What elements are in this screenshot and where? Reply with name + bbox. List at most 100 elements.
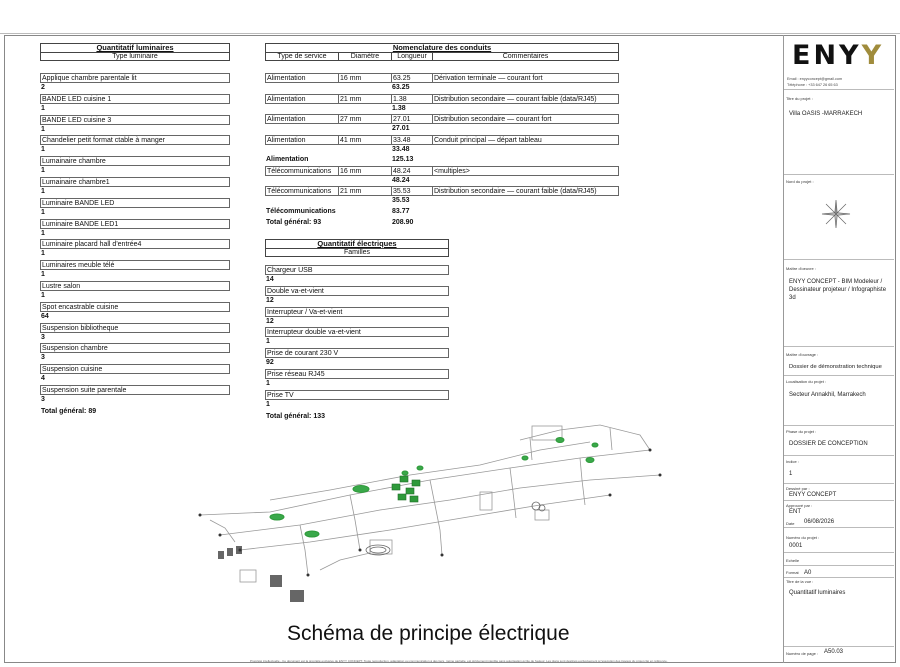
- location-label: Localisation du projet :: [786, 379, 827, 384]
- conduits-schedule: Nomenclature des conduits Type de servic…: [265, 43, 619, 228]
- number-label: Numéro du projet :: [786, 535, 820, 540]
- luminaire-count: 3: [41, 354, 45, 362]
- luminaire-count: 64: [41, 312, 49, 320]
- phase-value: DOSSIER DE CONCEPTION: [789, 441, 868, 447]
- electric-count: 1: [266, 379, 270, 387]
- electric-count: 92: [266, 359, 274, 367]
- drawn-value: ENYY CONCEPT: [789, 492, 837, 498]
- scale-cell: [784, 553, 894, 566]
- conduit-length-cell: 63.25: [392, 74, 433, 82]
- project-label: Titre du projet :: [786, 96, 813, 101]
- client-label: Maître d'ouvrage :: [786, 352, 819, 357]
- luminaire-type-row: Suspension chambre: [40, 343, 230, 354]
- phase-label: Phase du projet :: [786, 429, 817, 434]
- conduit-subtotal: 63.25: [392, 84, 410, 91]
- conduit-comment-cell: <multiples>: [434, 167, 470, 175]
- sheet-frame: [4, 35, 896, 663]
- conduit-service-cell: Télécommunications: [266, 166, 339, 175]
- conduit-length-cell: 27.01: [392, 115, 433, 124]
- conduits-schedule-title: Nomenclature des conduits: [265, 43, 619, 52]
- electric-family-row: Interrupteur double va-et-vient: [265, 327, 449, 338]
- format-cell: [784, 566, 894, 578]
- conduit-group-label: Télécommunications: [266, 208, 336, 216]
- conduit-diameter-cell: 41 mm: [339, 135, 392, 144]
- conduit-service-cell: Alimentation: [266, 74, 339, 82]
- north-arrow-icon: [821, 199, 851, 229]
- conduit-subtotal: 27.01: [392, 125, 410, 133]
- conduit-service-cell: Alimentation: [266, 94, 339, 103]
- conduits-header-row: Type de service Diamètre Longueur Commen…: [265, 52, 619, 61]
- electric-count: 12: [266, 317, 274, 325]
- date-value: 06/08/2026: [804, 519, 835, 525]
- title-block: [783, 35, 894, 663]
- luminaire-type-row: Luminaire BANDE LED: [40, 197, 230, 208]
- conduit-comment-cell: Conduit principal — départ tableau: [434, 136, 542, 144]
- luminaire-type-row: Luminaire placard hall d'entrée4: [40, 239, 230, 250]
- conduit-group-label: Alimentation: [266, 156, 309, 164]
- approved-label: Approuvé par :: [786, 503, 813, 508]
- conduit-group-total: 125.13: [392, 156, 414, 164]
- location-value: Secteur Annakhil, Marrakech: [789, 392, 866, 398]
- luminaire-type-row: BANDE LED cuisine 1: [40, 93, 230, 104]
- page-label: Numéro de page :: [786, 651, 819, 656]
- conduit-comment-cell: Dérivation terminale — courant fort: [434, 75, 543, 82]
- luminaire-count: 3: [41, 395, 45, 403]
- luminaire-count: 1: [41, 208, 45, 216]
- subtotal-spacer: [265, 124, 391, 135]
- header-diameter: Diamètre: [339, 53, 392, 60]
- conduit-diameter-cell: 21 mm: [339, 94, 392, 103]
- conduit-service-cell: Alimentation: [266, 135, 339, 144]
- conduit-length-cell: 35.53: [392, 187, 433, 196]
- subtotal-spacer: [265, 176, 391, 187]
- luminaire-count: 1: [41, 167, 45, 175]
- conduit-length-cell: 1.38: [392, 94, 433, 103]
- conduit-diameter-cell: 27 mm: [339, 115, 392, 124]
- page-value: A50.03: [824, 649, 844, 655]
- electric-schedule-header: Familles: [265, 248, 449, 257]
- index-cell: [784, 456, 894, 484]
- luminaire-type-row: Applique chambre parentale lit: [40, 73, 230, 83]
- electrical-plan-drawing: [198, 424, 662, 602]
- grand-total-value: 208.90: [392, 218, 414, 226]
- conduit-subtotal: 33.48: [392, 145, 410, 153]
- drawn-label: Dessiné par :: [786, 486, 810, 491]
- sheet-top-rule: [0, 33, 900, 34]
- electric-total: Total général: 133: [266, 412, 326, 420]
- electric-schedule-title: Quantitatif électriques: [265, 239, 449, 248]
- conduit-diameter-cell: 16 mm: [339, 74, 392, 82]
- luminaire-count: 1: [41, 146, 45, 154]
- luminaire-count: 2: [41, 84, 45, 91]
- conduits-grand-total: Total général: 93 208.90: [265, 218, 619, 229]
- view-label: Titre de la vue :: [786, 579, 814, 584]
- electric-count: 12: [266, 296, 274, 304]
- client-value: Dossier de démonstration technique: [789, 364, 882, 370]
- header-length: Longueur: [392, 53, 433, 60]
- electric-family-row: Prise TV: [265, 389, 449, 400]
- luminaire-type-row: Lumainaire chambre1: [40, 176, 230, 187]
- luminaires-schedule-title: Quantitatif luminaires: [40, 43, 230, 52]
- conduit-service-cell: Télécommunications: [266, 187, 339, 196]
- luminaire-type-row: Chandelier petit format ctable à manger: [40, 135, 230, 146]
- subtotal-spacer: [265, 83, 391, 94]
- conduit-comment-cell: Distribution secondaire — courant faible…: [434, 188, 597, 196]
- luminaire-type-row: Suspension cuisine: [40, 364, 230, 375]
- owner-value: ENYY CONCEPT - BIM Modeleur / Dessinateu…: [789, 279, 887, 301]
- electric-family-row: Prise réseau RJ45: [265, 368, 449, 379]
- conduit-diameter-cell: 16 mm: [339, 166, 392, 175]
- grand-total-label: Total général: 93: [266, 218, 322, 226]
- electric-count: 1: [266, 400, 270, 408]
- conduit-subtotal-row: 63.25: [265, 83, 619, 94]
- conduit-subtotal-row: 35.53: [265, 196, 619, 207]
- conduit-subtotal-row: 27.01: [265, 124, 619, 135]
- luminaire-type-row: Spot encastrable cuisine: [40, 301, 230, 312]
- conduit-subtotal: 48.24: [392, 176, 410, 184]
- client-cell: [784, 347, 894, 376]
- header-comments: Commentaires: [502, 53, 549, 60]
- luminaires-total: Total général: 89: [41, 407, 97, 415]
- north-cell: [784, 175, 894, 260]
- format-label: Format: [786, 570, 799, 575]
- contact-email: Email : enyyconcept@gmail.com: [787, 77, 843, 81]
